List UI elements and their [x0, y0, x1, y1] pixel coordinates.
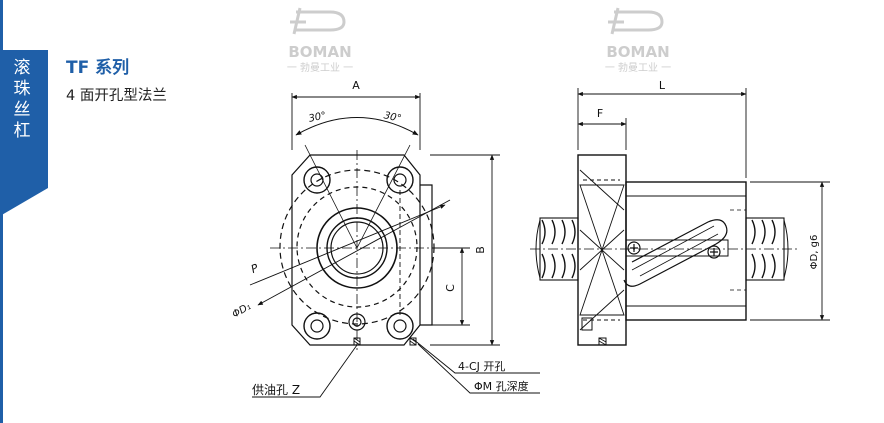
- tube-bracket: [625, 239, 729, 257]
- mount-hole-icon: [303, 166, 331, 194]
- watermark-logo-left: BOMAN 一 勃曼工业 一: [287, 7, 353, 74]
- callouts: [252, 338, 540, 398]
- flange-outline: [291, 154, 421, 346]
- watermark-logo-right: BOMAN 一 勃曼工业 一: [605, 7, 671, 74]
- sidebar-char: 滚: [13, 58, 31, 78]
- side-labels: L F ΦD, g6: [597, 79, 820, 269]
- brand-mark-icon: [608, 7, 664, 35]
- dim-B-label: B: [474, 246, 487, 254]
- side-dimensions: [577, 88, 830, 321]
- mount-hole-callout: 4-CJ 开孔: [458, 360, 505, 373]
- front-dimensions: [291, 93, 500, 346]
- screw-icon: [627, 241, 641, 255]
- sidebar-char: 杠: [13, 121, 31, 141]
- flange-side-step: [420, 184, 433, 326]
- sidebar-char: 珠: [13, 79, 31, 99]
- front-view: [249, 117, 451, 350]
- watermark-brand: BOMAN: [606, 43, 669, 61]
- dim-F-label: F: [597, 107, 603, 120]
- dim-C-label: C: [444, 284, 457, 292]
- watermark-tagline: 一 勃曼工业 一: [287, 61, 353, 74]
- watermark-tagline: 一 勃曼工业 一: [605, 61, 671, 74]
- dim-A-label: A: [352, 79, 360, 92]
- sidebar-tab: [0, 50, 48, 218]
- mount-hole-icon: [386, 312, 414, 340]
- sidebar-label: 滚 珠 丝 杠: [10, 58, 34, 142]
- series-subtitle: 4 面开孔型法兰: [66, 88, 167, 104]
- brand-mark-icon: [290, 7, 346, 35]
- sidebar-char: 丝: [13, 100, 31, 120]
- oil-hole-callout: 供油孔 Z: [252, 383, 300, 397]
- front-labels: A 30° 30° B C P ΦD₁: [231, 79, 487, 320]
- angle-left-label: 30°: [308, 110, 328, 124]
- side-view: [530, 154, 800, 346]
- dim-D-label: ΦD, g6: [809, 235, 820, 270]
- dim-P-label: P: [249, 261, 260, 276]
- callout-labels: 4-CJ 开孔 ΦM 孔深度 供油孔 Z: [252, 360, 529, 397]
- series-title: TF 系列: [66, 58, 130, 78]
- angle-right-label: 30°: [383, 110, 403, 124]
- dim-D1-label: ΦD₁: [231, 301, 253, 320]
- dim-L-label: L: [659, 79, 666, 92]
- mount-hole-icon: [303, 312, 331, 340]
- watermark-brand: BOMAN: [288, 43, 351, 61]
- hole-depth-callout: ΦM 孔深度: [474, 379, 529, 393]
- mount-hole-icon: [386, 166, 414, 194]
